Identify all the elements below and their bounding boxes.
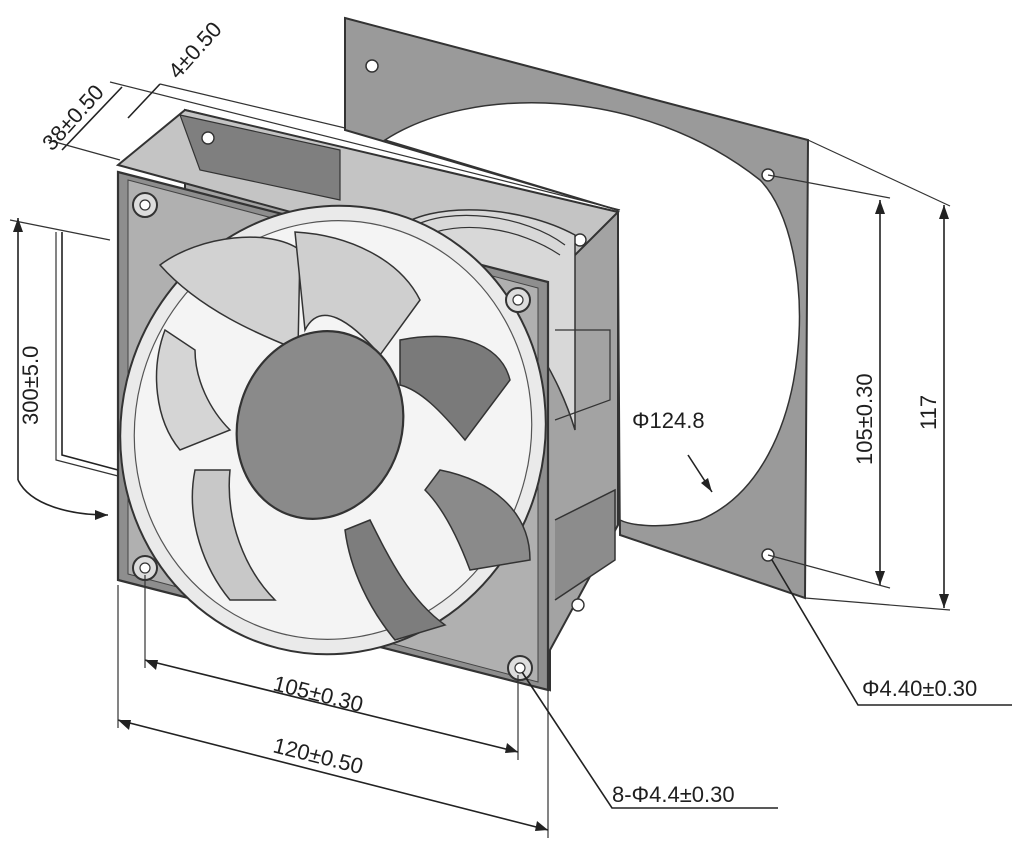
fan-blades [155, 231, 531, 641]
rear-hole-top-left [365, 59, 379, 73]
blade-1 [158, 236, 301, 352]
front-hole-top-right [505, 287, 531, 313]
blade-2 [294, 231, 421, 357]
dim-hole-spacing-horizontal: 105±0.30 [271, 671, 366, 717]
arrowheads [13, 200, 949, 831]
blade-5 [344, 519, 447, 641]
blade-4 [424, 469, 531, 571]
dimension-lines [9, 81, 1012, 838]
blade-7 [155, 328, 232, 451]
front-hole-bottom-right [507, 655, 533, 681]
dim-depth: 38±0.50 [37, 80, 109, 156]
dim-outer-height: 117 [916, 395, 941, 430]
lead-wire [61, 232, 119, 471]
dim-hole-spacing-vertical: 105±0.30 [852, 373, 877, 465]
fan-hub [235, 330, 405, 520]
dim-lead-length: 300±5.0 [18, 346, 43, 425]
dim-venturi-diameter: Φ124.8 [632, 408, 705, 433]
front-hole-bottom-left [132, 555, 158, 581]
blade-3 [399, 335, 511, 442]
blade-6 [191, 469, 277, 601]
dim-rear-hole-diameter: Φ4.40±0.30 [862, 676, 977, 701]
dim-front-holes: 8-Φ4.4±0.30 [612, 782, 735, 807]
dim-flange-thickness: 4±0.50 [163, 17, 227, 84]
front-hole-top-left [132, 192, 158, 218]
